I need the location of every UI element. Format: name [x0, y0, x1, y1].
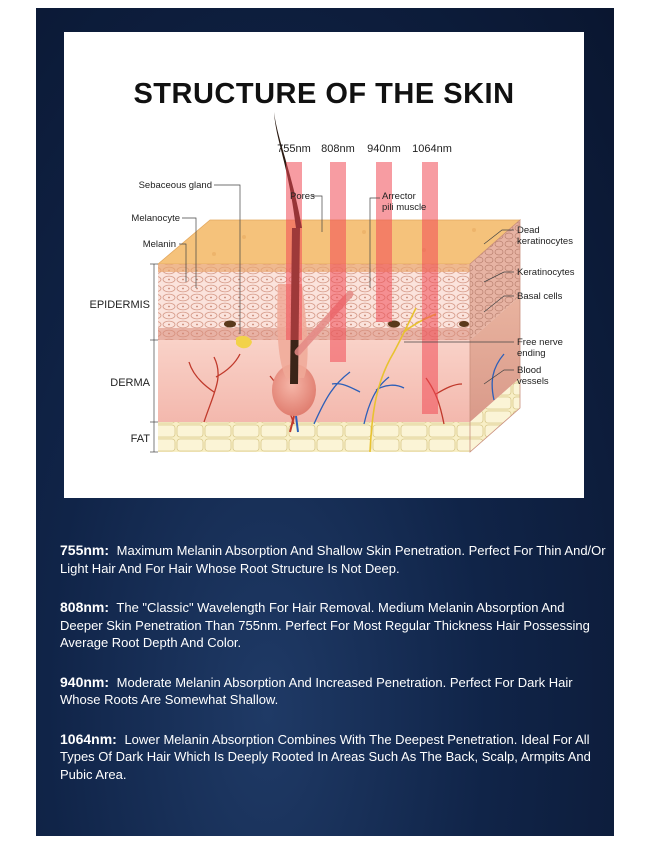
description-separator: : — [104, 674, 109, 690]
wavelength-label: 940nm — [367, 143, 401, 155]
description-text: Maximum Melanin Absorption And Shallow S… — [60, 543, 606, 576]
description-755nm: 755nm: Maximum Melanin Absorption And Sh… — [60, 542, 608, 577]
label-pores: Pores — [290, 191, 315, 202]
background-panel: STRUCTURE OF THE SKIN — [36, 8, 614, 836]
label-arrector: Arrector — [382, 191, 416, 202]
label-derma: DERMA — [110, 377, 150, 389]
wavelength-label: 755nm — [277, 143, 311, 155]
description-text: Lower Melanin Absorption Combines With T… — [60, 732, 591, 782]
label-basal-cells: Basal cells — [517, 291, 563, 302]
wavelength-labels: 755nm 808nm 940nm 1064nm — [277, 143, 452, 155]
beam-808nm — [330, 162, 346, 362]
description-1064nm: 1064nm: Lower Melanin Absorption Combine… — [60, 731, 608, 784]
label-fat: FAT — [131, 433, 151, 445]
description-key: 940nm — [60, 674, 104, 690]
label-melanin: Melanin — [143, 239, 176, 250]
skin-structure-diagram: 755nm 808nm 940nm 1064nm — [64, 32, 584, 498]
wavelength-label: 808nm — [321, 143, 355, 155]
description-key: 755nm — [60, 542, 104, 558]
label-epidermis: EPIDERMIS — [89, 299, 150, 311]
label-pili-muscle: pili muscle — [382, 202, 426, 213]
beam-940nm — [376, 162, 392, 322]
description-separator: : — [104, 542, 109, 558]
beam-755nm — [286, 162, 302, 340]
description-940nm: 940nm: Moderate Melanin Absorption And I… — [60, 674, 608, 709]
label-blood: Blood — [517, 365, 541, 376]
label-vessels: vessels — [517, 376, 549, 387]
description-text: Moderate Melanin Absorption And Increase… — [60, 675, 573, 708]
label-melanocyte: Melanocyte — [131, 213, 180, 224]
description-key: 1064nm — [60, 731, 112, 747]
wavelength-descriptions: 755nm: Maximum Melanin Absorption And Sh… — [60, 542, 608, 805]
label-free-nerve: Free nerve — [517, 337, 563, 348]
label-keratinocytes: Keratinocytes — [517, 267, 575, 278]
label-keratinocytes-dead: keratinocytes — [517, 236, 573, 247]
description-separator: : — [112, 731, 117, 747]
description-key: 808nm — [60, 599, 104, 615]
label-sebaceous-gland: Sebaceous gland — [139, 180, 212, 191]
label-ending: ending — [517, 348, 546, 359]
description-separator: : — [104, 599, 109, 615]
wavelength-label: 1064nm — [412, 143, 452, 155]
label-dead: Dead — [517, 225, 540, 236]
description-808nm: 808nm: The "Classic" Wavelength For Hair… — [60, 599, 608, 652]
description-text: The "Classic" Wavelength For Hair Remova… — [60, 600, 590, 650]
skin-diagram-card: STRUCTURE OF THE SKIN — [64, 32, 584, 498]
fat-layer — [158, 422, 470, 452]
beam-1064nm — [422, 162, 438, 414]
